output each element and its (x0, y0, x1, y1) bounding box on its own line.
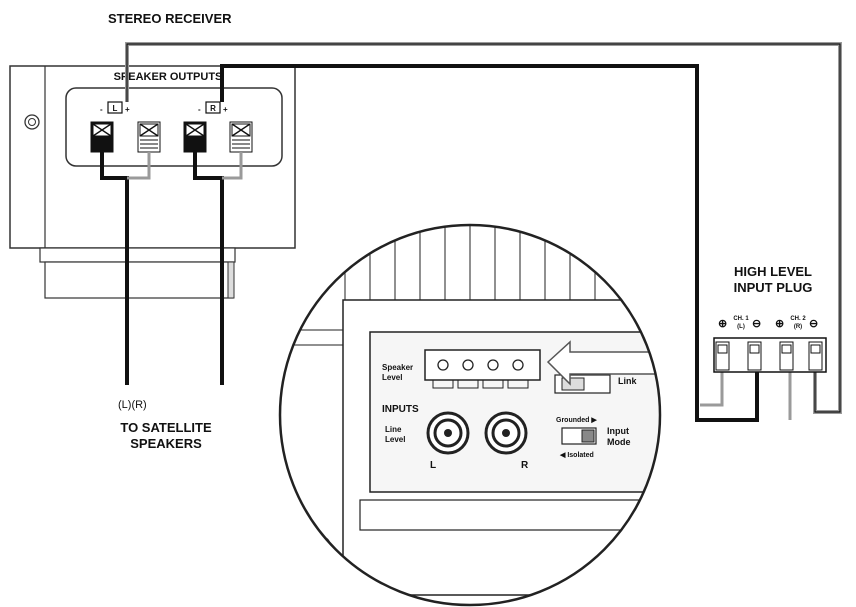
input-mode-label-2: Mode (607, 437, 631, 447)
link-label: Link (618, 376, 637, 386)
screw-icon (24, 114, 40, 130)
ch1-plus-icon: ⊕ (718, 318, 727, 330)
jack-right-label: R (521, 460, 529, 471)
terminal-r-plus (229, 121, 253, 153)
wires (100, 42, 842, 422)
ch1-label-top: CH. 1 (733, 316, 749, 322)
line-level-label-1: Line (385, 425, 402, 434)
l-channel-box (107, 101, 123, 114)
input-mode-label-1: Input (607, 426, 629, 436)
magnifier-outline (278, 223, 662, 607)
jack-left-label: L (430, 460, 436, 471)
speaker-level-label-2: Level (382, 373, 402, 382)
ch2-plus-icon: ⊕ (775, 318, 784, 330)
terminal-l-minus (90, 121, 114, 153)
ch1-label-bottom: (L) (737, 324, 745, 330)
r-plus-label: + (223, 105, 228, 114)
inputs-label: INPUTS (382, 404, 419, 415)
ch2-label-bottom: (R) (794, 324, 802, 330)
line-level-label-2: Level (385, 435, 405, 444)
high-level-input-plug: HIGH LEVEL INPUT PLUG ⊕ CH. 1 (L) ⊖ ⊕ CH… (713, 264, 827, 373)
ch1-minus-icon: ⊖ (752, 318, 761, 330)
speaker-level-label-1: Speaker (382, 363, 413, 372)
l-plus-label: + (125, 105, 130, 114)
stereo-receiver-title: STEREO RECEIVER (108, 11, 232, 26)
rca-jack-left (426, 411, 470, 455)
r-channel-label: R (210, 104, 216, 113)
stereo-receiver: - L + - R + SPEAKER OUTPUTS (9, 65, 296, 299)
satellite-line2: SPEAKERS (130, 436, 202, 451)
plug-title-line2: INPUT PLUG (734, 280, 813, 295)
plug-body (713, 337, 827, 373)
isolated-label: ◀ Isolated (559, 452, 594, 459)
ch2-minus-icon: ⊖ (809, 318, 818, 330)
magnified-panel-view: Speaker Level Link INPUTS Line Level (278, 223, 662, 607)
lr-label: (L)(R) (118, 399, 147, 411)
satellite-line1: TO SATELLITE (120, 420, 212, 435)
r-channel-box (205, 101, 221, 114)
terminal-l-plus (137, 121, 161, 153)
speaker-outputs-label: SPEAKER OUTPUTS (114, 71, 223, 83)
l-channel-label: L (113, 104, 118, 113)
r-minus-label: - (198, 105, 201, 114)
insert-arrow-icon (546, 340, 660, 386)
ch2-label-top: CH. 2 (790, 316, 806, 322)
rca-jack-right (484, 411, 528, 455)
terminal-r-minus (183, 121, 207, 153)
l-minus-label: - (100, 105, 103, 114)
plug-title-line1: HIGH LEVEL (734, 264, 812, 279)
grounded-label: Grounded ▶ (556, 417, 597, 424)
speaker-level-connector (424, 349, 541, 389)
plug-terminals (715, 341, 823, 371)
